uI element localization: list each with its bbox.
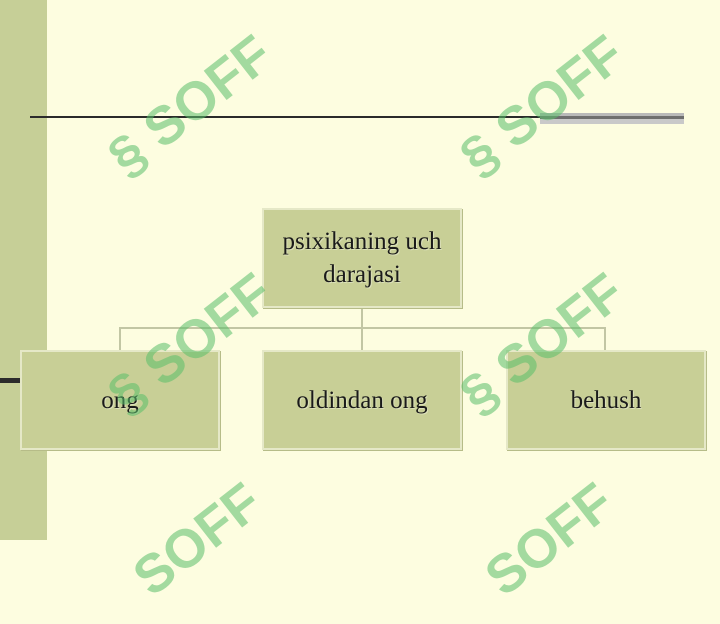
connector-child-3 [604,327,606,350]
soff-watermark-logo: § SOFF [437,0,667,200]
title-divider-line [30,116,684,118]
connector-child-2 [361,327,363,350]
root-node-label: psixikaning uch darajasi [282,228,442,288]
left-decorative-band [0,0,47,540]
soff-watermark-logo: § SOFF [85,0,315,200]
connector-child-1 [119,327,121,350]
child-node-label: behush [570,386,642,414]
child-node-label: oldindan ong [296,386,428,414]
child-node-oldindan-ong: oldindan ong [262,350,462,450]
child-node-label: ong [101,386,139,414]
left-band-marker [0,378,22,383]
child-node-behush: behush [506,350,706,450]
child-node-ong: ong [20,350,220,450]
svg-text:§ SOFF: § SOFF [449,24,635,188]
svg-text:§ SOFF: § SOFF [97,24,283,188]
title-divider-accent [540,113,684,124]
root-node: psixikaning uch darajasi [262,208,462,308]
connector-root-stem [361,308,363,328]
